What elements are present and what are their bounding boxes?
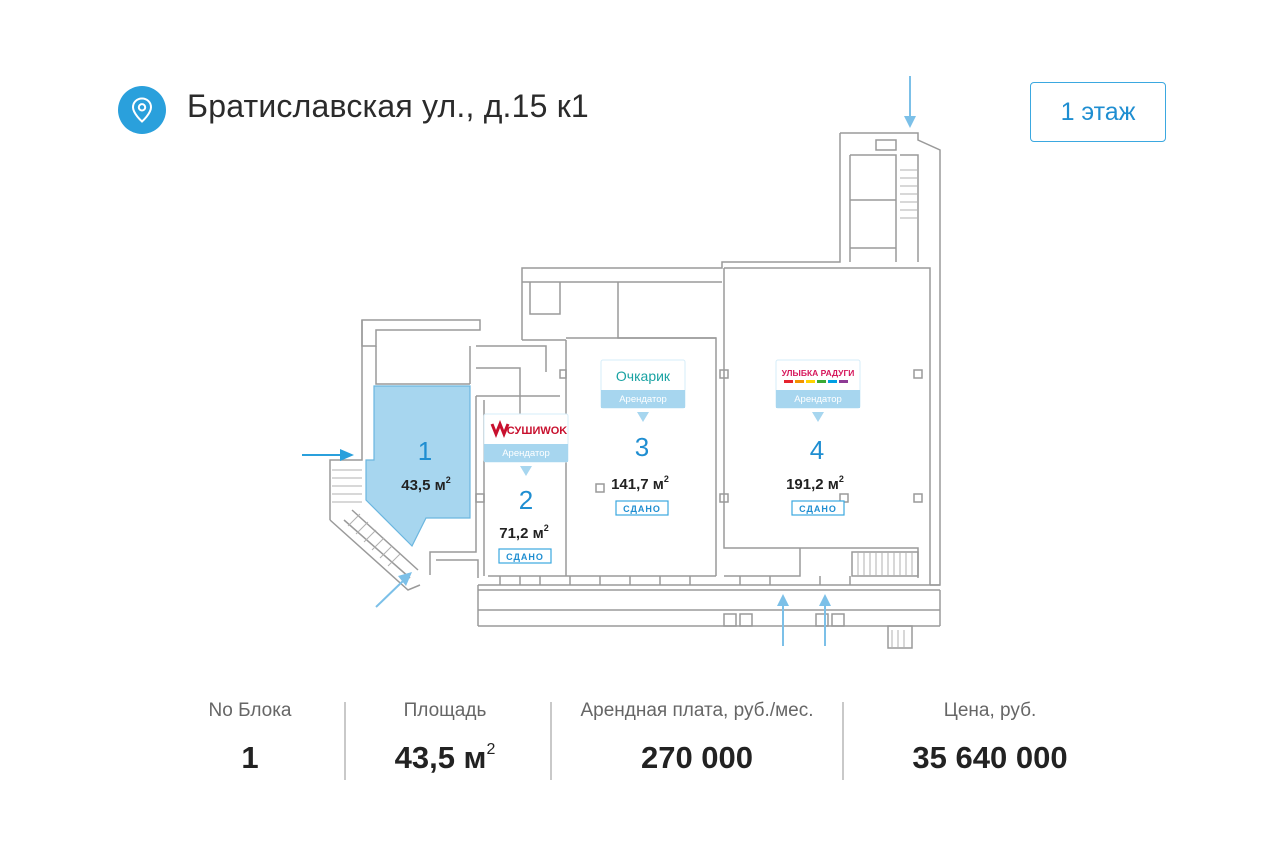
block-2-card-pointer [520, 466, 532, 476]
block-4-tenant-card[interactable]: УЛЫБКА РАДУГИ Арендатор [775, 359, 861, 422]
rainbow-bar [828, 380, 837, 383]
block-4-tenant-label: Арендатор [794, 394, 842, 405]
entrance-arrow-bottom-left-head [398, 572, 412, 586]
rainbow-bar [784, 380, 793, 383]
block-3-tenant-logo: Очкарик [616, 368, 671, 384]
stat-label: Площадь [403, 700, 487, 721]
map-pin-glyph [131, 97, 153, 123]
block-3-area-label: 141,7 м2 [611, 474, 669, 493]
entrance-arrow-bottom-1-head [777, 594, 789, 606]
entrance-arrow-top-head [904, 116, 916, 128]
block-4-status-text: СДАНО [799, 504, 837, 514]
stat-block-number: No Блока 1 [170, 700, 330, 776]
block-1-area-label: 43,5 м2 [401, 475, 450, 494]
stat-price: Цена, руб. 35 640 000 [870, 700, 1110, 776]
entrance-arrow-bottom-2-head [819, 594, 831, 606]
entrance-arrow-bottom-left [375, 579, 405, 608]
stat-value: 43,5 м2 [394, 740, 496, 775]
floor-plan-walls [329, 132, 941, 649]
stat-divider [550, 702, 552, 780]
block-4-number: 4 [810, 435, 824, 465]
entrance-arrows [302, 76, 916, 646]
block-2-tenant-label: Арендатор [502, 448, 550, 459]
block-4-card-pointer [812, 412, 824, 422]
block-1-number: 1 [418, 436, 432, 466]
block-2-tenant-band [484, 444, 568, 462]
block-2-area-label: 71,2 м2 [499, 523, 548, 542]
block-4-area-label: 191,2 м2 [786, 474, 844, 493]
stat-rent: Арендная плата, руб./мес. 270 000 [556, 700, 838, 776]
stat-label: Арендная плата, руб./мес. [580, 700, 814, 721]
block-4-tenant-band [776, 390, 860, 408]
stat-label: Цена, руб. [943, 700, 1037, 721]
block-2-tenant-logo: СУШИWOK [507, 425, 568, 437]
rainbow-bar [817, 380, 826, 383]
stat-value: 1 [241, 740, 259, 775]
address-title: Братиславская ул., д.15 к1 [187, 88, 589, 124]
block-2-number: 2 [519, 485, 533, 515]
stat-value: 35 640 000 [912, 740, 1068, 775]
block-3-number: 3 [635, 432, 649, 462]
stat-value: 270 000 [640, 740, 754, 775]
block-3-tenant-band [601, 390, 685, 408]
stat-divider [842, 702, 844, 780]
stat-area: Площадь 43,5 м2 [360, 700, 530, 776]
block-4-status-badge [791, 500, 845, 516]
block-4-tenant-logo: УЛЫБКА РАДУГИ [782, 368, 855, 378]
block-1-area[interactable] [365, 385, 471, 548]
rainbow-bar [795, 380, 804, 383]
floor-selector-button[interactable]: 1 этаж [1030, 82, 1166, 142]
block-2-logo-mark [490, 419, 510, 439]
rainbow-bar [806, 380, 815, 383]
block-2-tenant-card[interactable]: СУШИWOK Арендатор [483, 413, 569, 476]
stat-label: No Блока [208, 700, 292, 721]
block-3-tenant-label: Арендатор [619, 394, 667, 405]
block-stats: No Блока 1 Площадь 43,5 м2 Арендная плат… [0, 700, 1280, 790]
block-3-status-text: СДАНО [623, 504, 661, 514]
block-3-tenant-card[interactable]: Очкарик Арендатор [600, 359, 686, 422]
stat-divider [344, 702, 346, 780]
block-3-card-pointer [637, 412, 649, 422]
block-4-logo-rainbow [784, 380, 848, 383]
block-2-status-text: СДАНО [506, 552, 544, 562]
block-2-status-badge [498, 548, 552, 564]
map-pin-icon [118, 86, 166, 134]
rainbow-bar [839, 380, 848, 383]
block-3-status-badge [615, 500, 669, 516]
stairs-hatching [332, 169, 918, 648]
entrance-arrow-left-head [340, 449, 354, 461]
